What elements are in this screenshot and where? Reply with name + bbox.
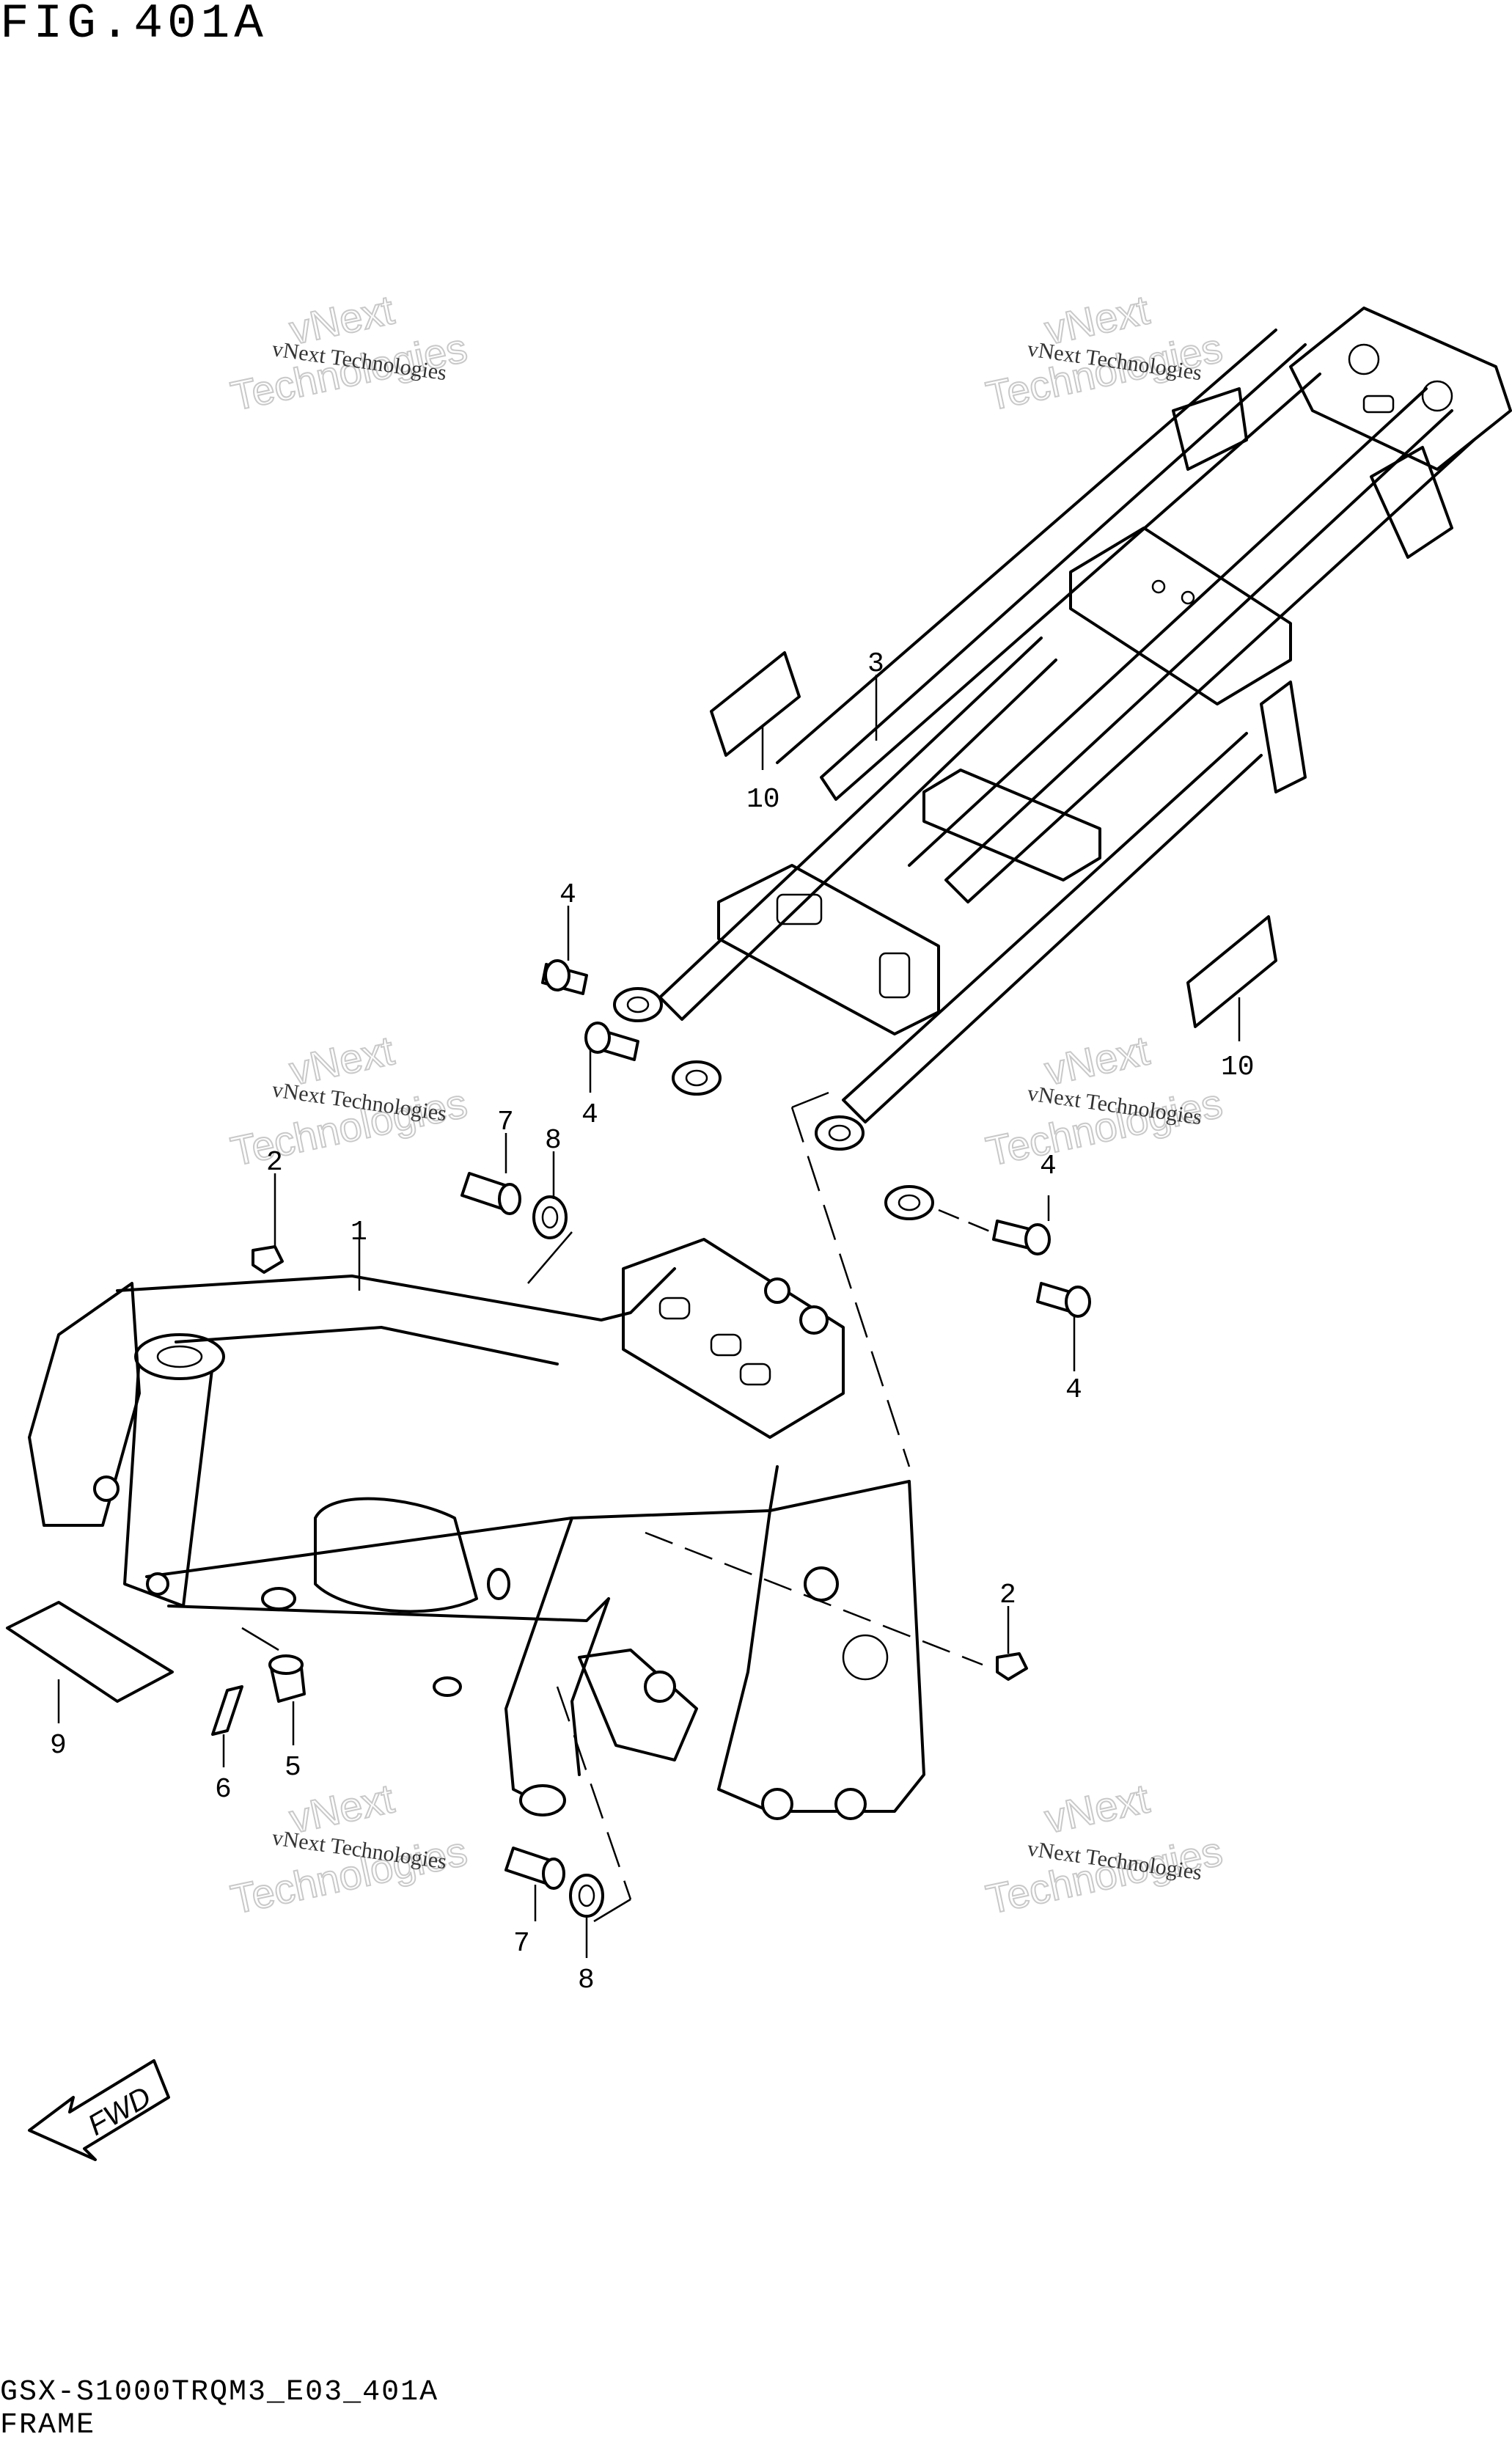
- clip-2-right: [996, 1652, 1028, 1681]
- callout-8-upper: 8: [545, 1125, 562, 1156]
- callout-10-lower: 10: [1221, 1052, 1255, 1083]
- label-plate-9: [6, 1601, 174, 1703]
- callout-9: 9: [50, 1730, 67, 1761]
- callout-2-left: 2: [266, 1147, 283, 1178]
- clip-2-left: [252, 1245, 284, 1274]
- svg-text:vNext: vNext: [1041, 1775, 1153, 1841]
- callout-1: 1: [351, 1217, 367, 1248]
- figure-name: FRAME: [0, 2409, 96, 2442]
- callout-4-d: 4: [1065, 1374, 1082, 1406]
- figure-code: GSX-S1000TRQM3_E03_401A: [0, 2376, 439, 2409]
- main-frame: [28, 1238, 925, 1820]
- svg-text:vNext: vNext: [1041, 1027, 1153, 1093]
- callout-4-a: 4: [559, 879, 576, 911]
- watermark-top-right: vNext Technologies vNext Technologies: [981, 285, 1227, 419]
- watermark-mid-right: vNext Technologies vNext Technologies: [981, 1026, 1227, 1175]
- bolt-4-upper-b: [584, 1022, 639, 1061]
- forward-arrow-icon: FWD: [28, 2059, 170, 2161]
- callout-7-lower: 7: [513, 1928, 530, 1959]
- bolt-4-lower-b: [1036, 1282, 1091, 1318]
- leader-lines: [57, 675, 1241, 1958]
- collar-7-upper: [460, 1172, 521, 1215]
- figure-title: FIG.401A: [0, 0, 268, 51]
- watermark-bottom-left: vNext Technologies vNext Technologies: [226, 1774, 471, 1923]
- washer-8-lower: [569, 1874, 604, 1918]
- callout-8-lower: 8: [578, 1965, 595, 1996]
- callout-2-right: 2: [999, 1580, 1016, 1611]
- callout-labels: 1 3 10 10 4 4 4 4 2 2 7 8 7 8 5 6 9: [50, 648, 1255, 1996]
- label-plate-10-lower: [1186, 915, 1277, 1028]
- callout-6: 6: [215, 1774, 232, 1805]
- callout-10-upper: 10: [746, 784, 780, 815]
- watermark-top-left: vNext Technologies vNext Technologies: [226, 285, 471, 419]
- rear-subframe: [613, 307, 1512, 1220]
- callout-3: 3: [867, 648, 884, 680]
- collar-7-lower: [504, 1847, 565, 1890]
- bolt-6: [211, 1685, 243, 1736]
- label-plate-10-upper: [710, 651, 801, 757]
- callout-4-c: 4: [1040, 1151, 1057, 1182]
- watermark-bottom-right: vNext Technologies vNext Technologies: [981, 1774, 1227, 1923]
- callout-4-b: 4: [581, 1099, 598, 1131]
- bolt-4-lower-a: [992, 1220, 1051, 1255]
- bolt-4-upper: [541, 959, 588, 995]
- cap-5: [268, 1654, 306, 1703]
- callout-7-upper: 7: [497, 1107, 514, 1138]
- watermark-mid-left: vNext Technologies vNext Technologies: [226, 1026, 471, 1175]
- callout-5: 5: [285, 1752, 301, 1783]
- washer-8-upper: [532, 1195, 568, 1239]
